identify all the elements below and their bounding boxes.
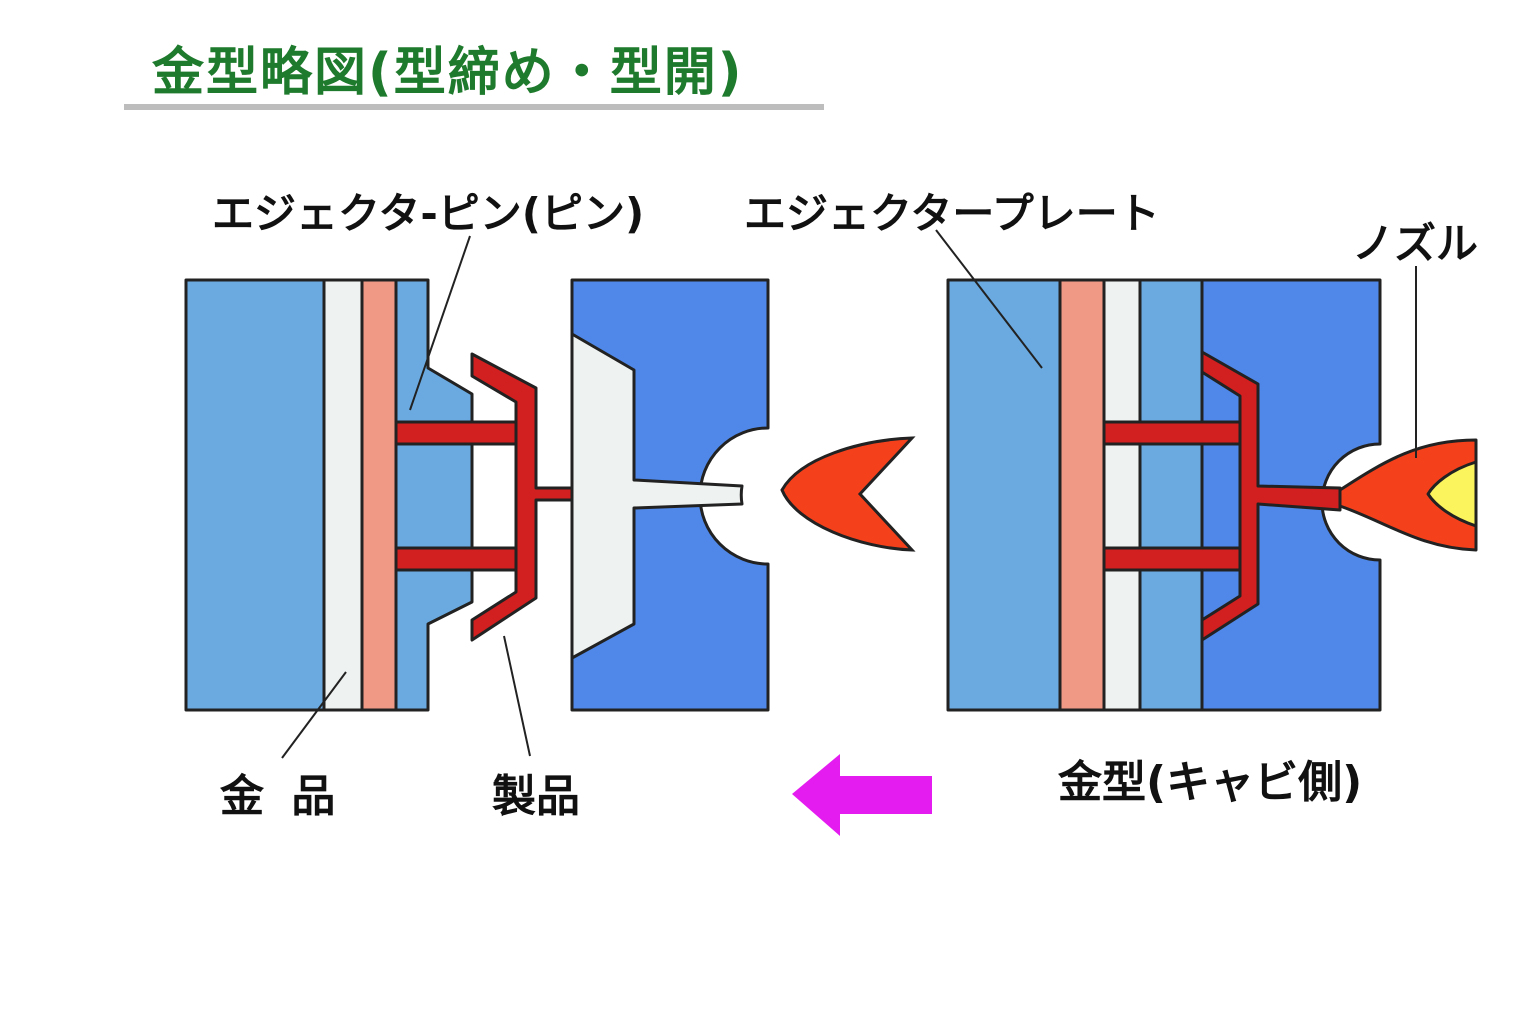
- label-ejector-pin: エジェクタ-ピン(ピン): [212, 189, 645, 238]
- ejector-pin-lower: [394, 546, 522, 572]
- nozzle: [1338, 438, 1478, 552]
- leader-product: [503, 635, 531, 757]
- leader-ejector-plate: [935, 229, 1043, 369]
- closed-ejector-pin-lower: [1102, 546, 1260, 572]
- core-gray-plate: [322, 278, 364, 712]
- closed-core-block: [1138, 278, 1204, 712]
- closed-base-block: [946, 278, 1062, 712]
- closed-gray-plate: [1102, 278, 1142, 712]
- leader-ejector-pin: [409, 235, 471, 411]
- mold-closed-right: [946, 278, 1382, 712]
- flame-icon: [780, 436, 916, 552]
- nozzle-tip-yellow: [1426, 460, 1478, 528]
- leader-mold: [281, 671, 347, 759]
- left-arrow-icon: [792, 754, 932, 836]
- page-title: 金型略図(型締め・型開): [152, 43, 744, 103]
- closed-product-shell: [1200, 350, 1342, 642]
- core-insert: [394, 278, 474, 712]
- product-left: [394, 352, 606, 642]
- closed-salmon-plate: [1058, 278, 1106, 712]
- core-salmon-plate: [360, 278, 398, 712]
- cavity-half-left: [570, 278, 770, 712]
- product-right: [1102, 350, 1342, 642]
- label-ejector-plate: エジェクタープレート: [744, 189, 1160, 238]
- label-product: 製品: [492, 771, 580, 822]
- leader-lines: [281, 229, 1417, 759]
- core-half-left: [184, 278, 474, 712]
- product-shell: [470, 352, 606, 642]
- label-mold: 金 品: [220, 771, 342, 822]
- ejector-pin-upper: [394, 420, 522, 446]
- title-underline: [124, 104, 824, 110]
- core-base-block: [184, 278, 326, 712]
- label-nozzle: ノズル: [1352, 219, 1479, 268]
- closed-ejector-pin-upper: [1102, 420, 1260, 446]
- label-mold-cavity-side: 金型(キャビ側): [1058, 757, 1363, 808]
- nozzle-body: [1338, 438, 1478, 552]
- cavity-runner: [570, 332, 744, 660]
